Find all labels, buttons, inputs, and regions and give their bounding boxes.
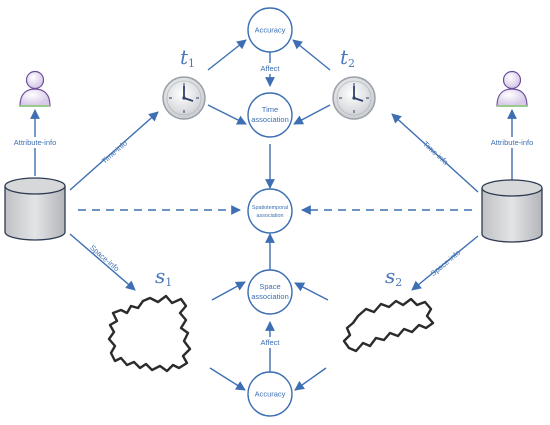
time-info-right-label: Time-info (421, 139, 450, 166)
accuracy-bottom-label: Accuracy (255, 390, 286, 399)
time-association-label-2: association (251, 115, 289, 124)
affect-top-label: Affect (260, 64, 280, 73)
map-region-icon (107, 294, 192, 373)
database-icon (481, 179, 543, 243)
space-association-node: Space association (247, 269, 293, 315)
map-region-icon (342, 297, 435, 353)
spatiotemporal-association-node: Spatiotemporal association (247, 188, 293, 234)
edge-s1-space (211, 281, 246, 301)
symbol-t1: t1 (180, 45, 195, 70)
edge-t1-accuracy (207, 39, 247, 71)
edge-s2-space (294, 282, 329, 301)
attribute-info-right-label: Attribute-info (491, 138, 534, 147)
spatiotemporal-label-1: Spatiotemporal (252, 205, 288, 211)
time-info-left-label: Time-info (100, 139, 129, 166)
user-icon (19, 70, 51, 107)
edge-db-right-s2 (411, 235, 479, 291)
clock-icon (162, 76, 206, 120)
space-info-right-label: Space-info (429, 248, 462, 278)
symbol-s1: s1 (155, 264, 172, 289)
symbols: t1 t2 s1 s2 (155, 45, 402, 289)
clock-icon (332, 76, 376, 120)
edge-t1-time (207, 104, 247, 125)
time-association-node: Time association (247, 92, 293, 138)
attribute-info-left-label: Attribute-info (14, 138, 57, 147)
time-association-label-1: Time (262, 105, 278, 114)
accuracy-top-node: Accuracy (247, 7, 293, 53)
accuracy-top-label: Accuracy (255, 26, 286, 35)
edge-t2-time (293, 104, 331, 125)
nodes: Accuracy Time association Spatiotemporal… (247, 7, 293, 417)
edge-db-left-t1 (69, 111, 159, 191)
edge-db-right-t2 (391, 113, 479, 193)
space-info-left-label: Space-info (88, 243, 121, 273)
symbol-t2: t2 (340, 45, 355, 70)
symbol-s2: s2 (385, 264, 402, 289)
accuracy-bottom-node: Accuracy (247, 371, 293, 417)
spatiotemporal-label-2: association (257, 213, 284, 219)
space-association-label-2: association (251, 292, 289, 301)
edge-db-left-s1 (69, 233, 136, 291)
database-icon (4, 177, 66, 241)
user-icon (496, 70, 528, 107)
space-association-label-1: Space (259, 282, 280, 291)
edge-s2-accuracy (294, 367, 327, 391)
affect-bottom-label: Affect (260, 338, 280, 347)
edge-s1-accuracy (209, 367, 246, 391)
edge-t2-accuracy (292, 39, 331, 71)
